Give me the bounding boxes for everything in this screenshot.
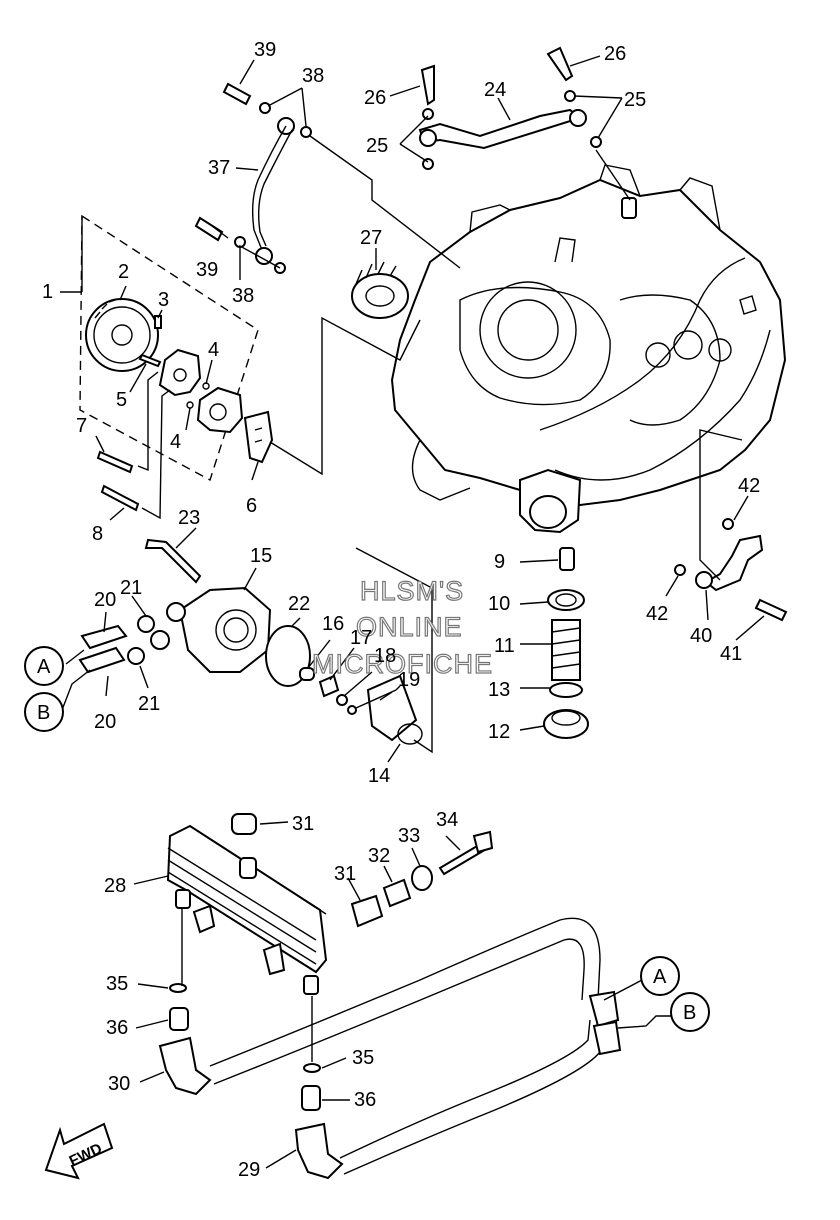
part-label-19: 19 [398,669,420,691]
part-label-35b: 35 [352,1047,374,1069]
oil-hoses [158,908,622,1180]
watermark: HLSM'S ONLINE MICROFICHE [311,575,493,679]
part-label-21b: 21 [138,693,160,715]
hose-fitting-30 [158,1036,212,1096]
callout-b-left: B [24,692,64,732]
crankcase-assembly [390,164,787,534]
leader-lines [60,55,765,1169]
part-label-12: 12 [488,721,510,743]
watermark-line-1: HLSM'S [360,576,464,606]
part-label-38a: 38 [302,65,324,87]
oil-pump-pin [154,315,162,329]
part-label-32: 32 [368,845,390,867]
part-label-2: 2 [118,261,129,283]
part-label-36b: 36 [354,1089,376,1111]
part-label-34: 34 [436,809,458,831]
part-label-14: 14 [368,765,390,787]
part-label-23: 23 [178,507,200,529]
callout-b-right: B [670,992,710,1032]
part-label-20a: 20 [94,589,116,611]
part-label-5: 5 [116,389,127,411]
bolt-23 [144,538,202,584]
oil-cooler [166,813,494,1111]
hose-fitting-29 [294,1122,344,1180]
part-label-16: 16 [322,613,344,635]
part-label-6: 6 [246,495,257,517]
part-label-28: 28 [104,875,126,897]
oil-pipe-37 [194,82,461,274]
callout-a-left: A [24,646,64,686]
part-label-25a: 25 [366,135,388,157]
oil-pump-group [79,214,421,520]
oil-filter-housing [78,538,433,754]
callout-a-right: A [640,956,680,996]
part-label-4b: 4 [170,431,181,453]
part-label-20b: 20 [94,711,116,733]
part-label-11: 11 [494,635,515,657]
part-label-39b: 39 [196,259,218,281]
part-label-39a: 39 [254,39,276,61]
part-label-3: 3 [158,289,169,311]
part-label-24: 24 [484,79,506,101]
o-ring-22 [265,625,311,687]
watermark-line-3: MICROFICHE [312,649,493,679]
right-side-pipe [674,429,788,622]
part-label-8: 8 [92,523,103,545]
part-label-38b: 38 [232,285,254,307]
screw-5 [138,353,162,368]
part-label-33: 33 [398,825,420,847]
part-label-30: 30 [108,1073,130,1095]
callout-b-right-label: B [683,1002,696,1024]
oil-pump-gasket [243,410,274,464]
part-label-9: 9 [494,551,505,573]
part-labels: 1 2 3 4 4 5 6 7 8 9 10 11 12 13 14 15 16… [42,39,760,1181]
part-label-31b: 31 [334,863,356,885]
screw-8 [100,484,140,512]
part-label-10: 10 [488,593,510,615]
part-label-37: 37 [208,157,230,179]
part-label-21a: 21 [120,577,142,599]
part-label-25b: 25 [624,89,646,111]
callout-b-left-label: B [37,702,50,724]
relief-valve-stack [543,547,589,739]
part-label-26b: 26 [604,43,626,65]
oil-pump-rotor [196,386,244,434]
oil-filter-14 [366,674,418,742]
part-label-22: 22 [288,593,310,615]
watermark-line-2: ONLINE [356,612,463,642]
part-label-4a: 4 [208,339,219,361]
part-label-31a: 31 [292,813,314,835]
part-label-35a: 35 [106,973,128,995]
callout-a-right-label: A [653,966,667,988]
oil-pump-gear [85,298,159,372]
union-20b [78,646,126,674]
part-label-15: 15 [250,545,272,567]
part-label-18: 18 [374,645,396,667]
part-label-42a: 42 [738,475,760,497]
part-label-26a: 26 [364,87,386,109]
gear-27 [351,261,409,319]
fwd-arrow: FWD [44,1122,114,1180]
oil-pipe-24 [418,46,631,201]
part-label-29: 29 [238,1159,260,1181]
union-20a [80,624,128,650]
screw-7 [96,450,134,474]
part-label-1: 1 [42,281,53,303]
part-label-17: 17 [350,627,372,649]
part-label-13: 13 [488,679,510,701]
part-label-36a: 36 [106,1017,128,1039]
part-label-40: 40 [690,625,712,647]
oil-pump-cover [158,348,202,397]
part-label-42b: 42 [646,603,668,625]
callout-a-left-label: A [37,656,51,678]
part-label-41: 41 [720,643,742,665]
part-label-7: 7 [76,415,87,437]
part-label-27: 27 [360,227,382,249]
